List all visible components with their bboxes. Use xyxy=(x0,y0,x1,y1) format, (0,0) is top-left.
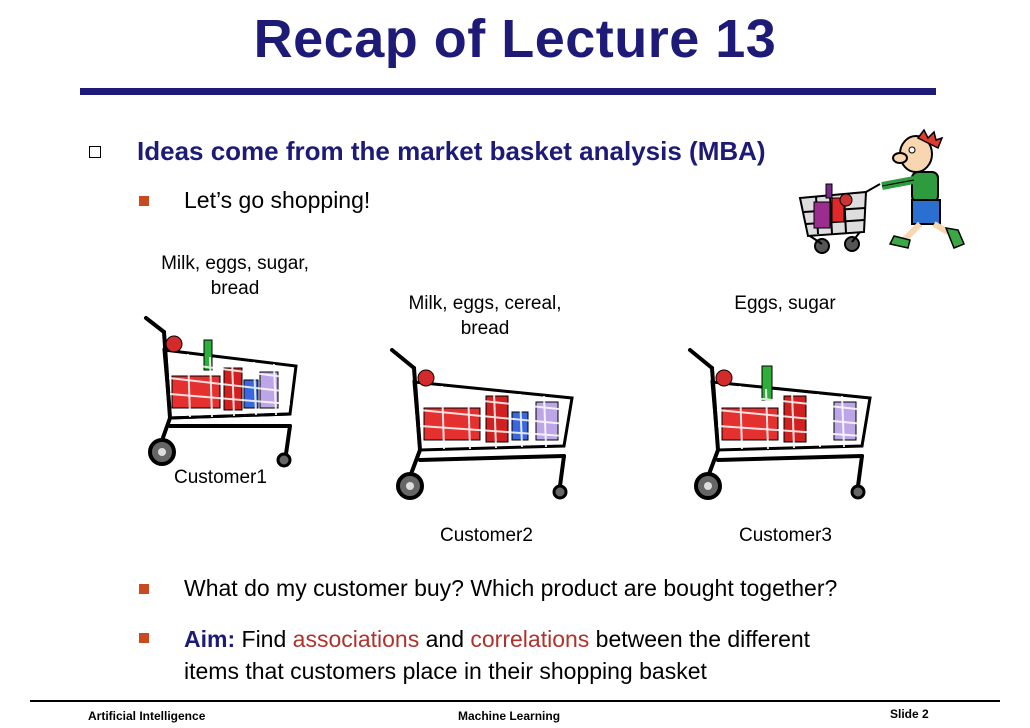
square-bullet-icon xyxy=(139,584,149,594)
aim-text-2: and xyxy=(419,626,471,652)
square-bullet-icon xyxy=(139,196,149,206)
title-underline xyxy=(80,88,936,95)
cart1-label: Customer1 xyxy=(174,467,267,488)
aim-label: Aim: xyxy=(184,626,236,652)
sub-point-aim: Aim: Find associations and correlations … xyxy=(184,623,810,687)
cart2-label: Customer2 xyxy=(440,525,533,546)
sub-point-shopping: Let’s go shopping! xyxy=(184,187,371,213)
shopper-cartoon-icon xyxy=(798,128,965,254)
cart3-items: Eggs, sugar xyxy=(690,291,880,316)
main-point: Ideas come from the market basket analys… xyxy=(137,136,766,166)
shopping-cart-3-icon xyxy=(688,348,872,500)
cart2-items: Milk, eggs, cereal,bread xyxy=(380,291,590,341)
aim-text-3: between the different xyxy=(589,626,811,652)
aim-keyword-associations: associations xyxy=(292,626,420,652)
footer-course: Artificial Intelligence xyxy=(88,709,206,723)
aim-line-2: items that customers place in their shop… xyxy=(184,658,707,684)
cart2-items-text: Milk, eggs, cereal,bread xyxy=(408,293,562,339)
cart1-items-text: Milk, eggs, sugar,bread xyxy=(161,253,309,299)
shopping-cart-1-icon xyxy=(144,316,298,468)
sub-point-question: What do my customer buy? Which product a… xyxy=(184,575,838,601)
cart1-items: Milk, eggs, sugar,bread xyxy=(130,251,340,301)
aim-keyword-correlations: correlations xyxy=(470,626,590,652)
slide-title: Recap of Lecture 13 xyxy=(253,9,777,69)
footer-rule xyxy=(30,700,1000,702)
footer-slide-number: Slide 2 xyxy=(890,707,929,721)
shopping-cart-2-icon xyxy=(390,348,574,500)
aim-text-1: Find xyxy=(235,626,293,652)
square-bullet-icon xyxy=(139,633,149,643)
hollow-square-bullet-icon xyxy=(89,146,101,158)
cart3-items-text: Eggs, sugar xyxy=(734,293,836,314)
cart3-label: Customer3 xyxy=(739,525,832,546)
footer-topic: Machine Learning xyxy=(458,709,561,723)
